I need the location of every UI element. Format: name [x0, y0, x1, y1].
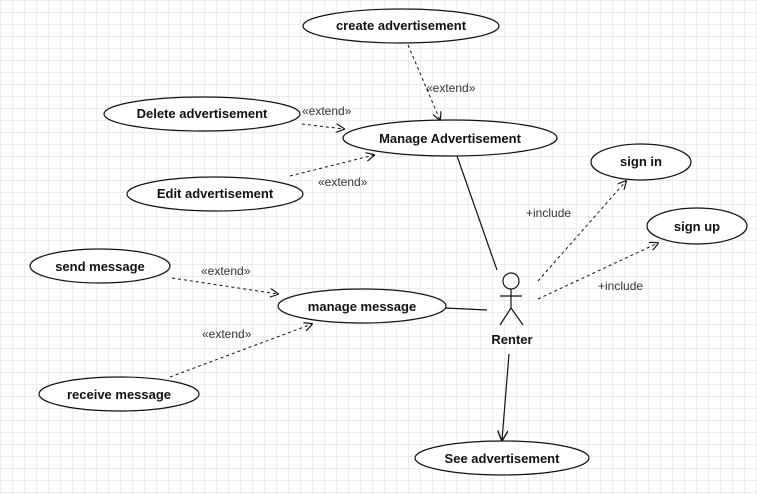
use-case-create-advertisement[interactable]: create advertisement — [302, 8, 500, 44]
extend-send-label: «extend» — [201, 264, 251, 278]
include-sign-in-line — [537, 181, 626, 282]
relations — [169, 44, 658, 440]
relation-labels: «extend» «extend» «extend» «extend» «ext… — [201, 81, 643, 341]
extend-receive-line — [169, 324, 312, 378]
extend-delete-label: «extend» — [302, 104, 352, 118]
actor-renter[interactable]: Renter — [491, 272, 533, 347]
stick-figure-icon — [499, 272, 524, 326]
actor-label: Renter — [491, 332, 532, 347]
use-case-label: create advertisement — [336, 18, 467, 33]
use-case-label: manage message — [308, 299, 416, 314]
association-manage-msg — [444, 307, 488, 311]
extend-create-label: «extend» — [426, 81, 476, 95]
extend-edit-label: «extend» — [318, 175, 368, 189]
use-case-edit-advertisement[interactable]: Edit advertisement — [126, 176, 304, 212]
use-case-receive-message[interactable]: receive message — [38, 376, 200, 412]
use-case-label: Edit advertisement — [157, 186, 274, 201]
extend-send-line — [171, 277, 278, 294]
extend-delete-line — [301, 123, 344, 129]
use-case-label: Delete advertisement — [137, 106, 268, 121]
use-case-label: See advertisement — [445, 451, 561, 466]
include-sign-in-label: +include — [526, 206, 571, 220]
use-case-send-message[interactable]: send message — [29, 248, 171, 284]
association-manage-ad — [456, 155, 498, 271]
use-case-label: sign in — [620, 154, 662, 169]
use-case-sign-up[interactable]: sign up — [646, 207, 748, 245]
include-sign-up-line — [537, 243, 658, 300]
use-case-see-advertisement[interactable]: See advertisement — [414, 440, 590, 476]
extend-receive-label: «extend» — [202, 327, 252, 341]
extend-create-line — [407, 44, 440, 120]
use-case-manage-advertisement[interactable]: Manage Advertisement — [342, 119, 558, 157]
extend-edit-line — [289, 155, 374, 177]
use-case-label: sign up — [674, 219, 720, 234]
use-case-manage-message[interactable]: manage message — [277, 288, 447, 324]
use-case-label: Manage Advertisement — [379, 131, 522, 146]
use-case-delete-advertisement[interactable]: Delete advertisement — [103, 96, 301, 132]
use-case-label: receive message — [67, 387, 171, 402]
include-sign-up-label: +include — [598, 279, 643, 293]
use-case-label: send message — [55, 259, 145, 274]
association-see-ad — [502, 353, 510, 440]
use-case-sign-in[interactable]: sign in — [590, 143, 692, 181]
